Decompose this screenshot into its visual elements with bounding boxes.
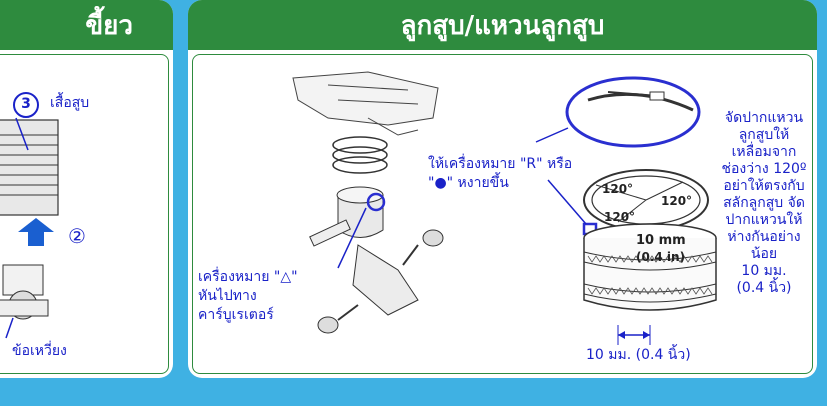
mark-instruction-line1: ให้เครื่องหมาย "R" หรือ bbox=[428, 156, 573, 172]
triangle-mark-line2: หันไปทาง bbox=[198, 288, 257, 304]
right-panel-body bbox=[192, 54, 813, 374]
piston-diagram bbox=[292, 71, 717, 345]
ring-gap-line-3: เหลื่อมจาก bbox=[731, 144, 797, 160]
bottom-dimension-label: 10 มม. (0.4 นิ้ว) bbox=[586, 347, 691, 363]
mark-instruction-line2: "●" หงายขึ้น bbox=[428, 175, 509, 191]
triangle-mark-line3: คาร์บูเรเตอร์ bbox=[198, 307, 274, 323]
left-panel-header: ขี้ยว bbox=[0, 0, 173, 50]
ring-gap-line-5: อย่าให้ตรงกับ bbox=[723, 178, 805, 194]
ring-gap-line-11: (0.4 นิ้ว) bbox=[736, 280, 792, 296]
ring-gap-line-8: ห่างกันอย่าง bbox=[727, 229, 801, 245]
angle-label-3: 120° bbox=[604, 210, 636, 224]
ring-gap-line-6: สลักลูกสูบ จัด bbox=[723, 195, 805, 211]
ring-gap-line-4: ช่องว่าง 120º bbox=[721, 161, 807, 177]
step-2-label: ② bbox=[68, 224, 86, 248]
ring-gap-line-9: น้อย bbox=[750, 246, 778, 262]
ring-gap-instruction: จัดปากแหวนลูกสูบให้เหลื่อมจากช่องว่าง 12… bbox=[718, 110, 810, 297]
angle-label-2: 120° bbox=[661, 194, 693, 208]
cylinder-assembly-diagram bbox=[0, 117, 59, 339]
angle-label-1: 120° bbox=[602, 182, 634, 196]
crank-label: ข้อเหวี่ยง bbox=[12, 343, 67, 359]
left-panel-title: ขี้ยว bbox=[85, 10, 133, 41]
triangle-mark-line1: เครื่องหมาย "△" bbox=[198, 269, 298, 285]
right-panel-header: ลูกสูบ/แหวนลูกสูบ bbox=[188, 0, 817, 50]
gap-mm-label: 10 mm bbox=[636, 233, 686, 248]
ring-gap-line-10: 10 มม. bbox=[741, 263, 787, 279]
left-panel: ขี้ยว 3 เสื้อสูบ ② ข้อเหวี่ยง bbox=[0, 0, 173, 378]
gap-in-label: (0.4 in) bbox=[636, 250, 686, 264]
right-panel-title: ลูกสูบ/แหวนลูกสูบ bbox=[400, 10, 605, 41]
ring-gap-line-1: จัดปากแหวน bbox=[724, 110, 804, 126]
ring-gap-line-7: ปากแหวนให้ bbox=[725, 212, 803, 228]
ring-gap-line-2: ลูกสูบให้ bbox=[738, 127, 790, 143]
right-panel: ลูกสูบ/แหวนลูกสูบ bbox=[188, 0, 817, 378]
step-3-badge: 3 bbox=[13, 92, 39, 118]
cylinder-label: เสื้อสูบ bbox=[50, 95, 90, 111]
